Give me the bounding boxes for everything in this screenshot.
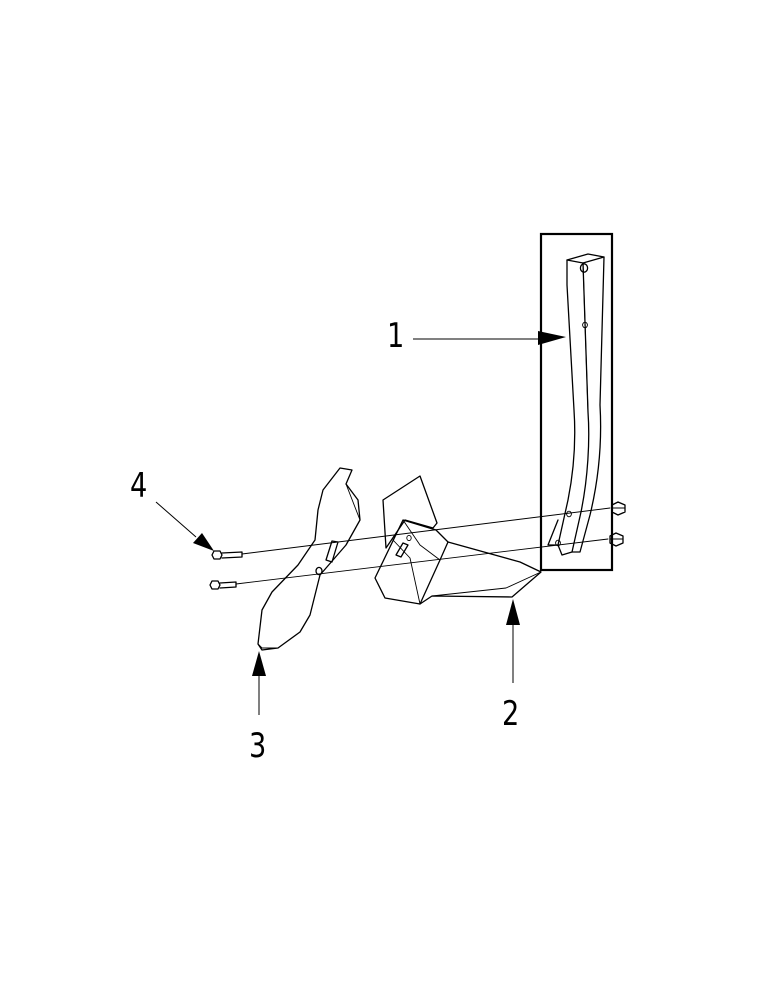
part-1-shank bbox=[547, 253, 605, 556]
callout-4-label: 4 bbox=[130, 466, 148, 506]
part-2-point-body bbox=[374, 475, 542, 605]
leader-1 bbox=[413, 331, 566, 345]
leader-2 bbox=[506, 599, 520, 683]
part-3-wing-blade bbox=[257, 467, 361, 651]
nut-upper bbox=[611, 501, 626, 516]
callout-3-label: 3 bbox=[249, 726, 267, 766]
leader-3 bbox=[252, 651, 266, 715]
part-4-bolt-lower bbox=[209, 580, 237, 590]
nut-lower bbox=[609, 532, 624, 547]
callout-1-label: 1 bbox=[387, 316, 405, 356]
part-4-bolt-upper bbox=[211, 550, 243, 560]
part-1-highlight-box bbox=[539, 232, 614, 572]
leader-4 bbox=[155, 501, 214, 551]
fastener-alignment-lines bbox=[235, 507, 611, 585]
callout-2-label: 2 bbox=[502, 694, 520, 734]
